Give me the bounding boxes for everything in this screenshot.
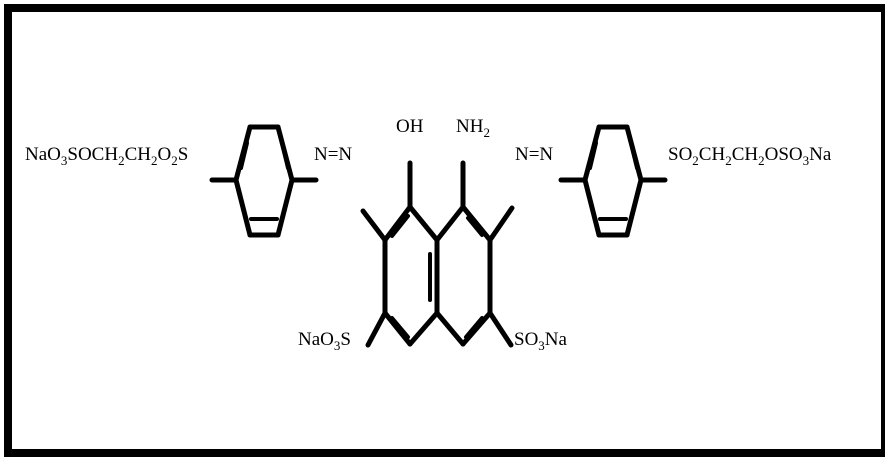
formula-part: CH xyxy=(125,144,152,165)
structure-canvas: NaO3SOCH2CH2O2S SO2CH2CH2OSO3Na N=N N=N … xyxy=(12,12,881,449)
subscript: 3 xyxy=(334,338,341,353)
hydroxyl-label: OH xyxy=(396,116,424,137)
right-azo-label: N=N xyxy=(515,144,553,165)
left-benzene-ring xyxy=(209,124,319,238)
subscript: 2 xyxy=(483,125,490,140)
formula-part: O xyxy=(157,144,171,165)
formula-part: CH xyxy=(732,144,759,165)
formula-part: NaO xyxy=(25,144,61,165)
formula-part: Na xyxy=(545,329,568,350)
formula-part: NH xyxy=(456,116,484,137)
left-sulfonylethyl-label: NaO3SOCH2CH2O2S xyxy=(25,144,188,168)
subscript: 2 xyxy=(118,153,125,168)
formula-part: SOCH xyxy=(67,144,118,165)
subscript: 2 xyxy=(151,153,158,168)
subscript: 2 xyxy=(171,153,178,168)
formula-part: S xyxy=(340,329,351,350)
figure-frame: NaO3SOCH2CH2O2S SO2CH2CH2OSO3Na N=N N=N … xyxy=(4,4,885,457)
subscript: 3 xyxy=(803,153,810,168)
right-sulfonate-label: SO3Na xyxy=(514,329,568,353)
formula-part: SO xyxy=(514,329,538,350)
subscript: 3 xyxy=(538,338,545,353)
formula-part: SO xyxy=(668,144,692,165)
amino-label: NH2 xyxy=(456,116,490,140)
bonds xyxy=(209,124,668,348)
subscript: 2 xyxy=(725,153,732,168)
chemical-structure: NaO3SOCH2CH2O2S SO2CH2CH2OSO3Na N=N N=N … xyxy=(25,116,832,353)
formula-part: NaO xyxy=(298,329,334,350)
left-sulfonate-label: NaO3S xyxy=(298,329,351,353)
formula-part: CH xyxy=(699,144,726,165)
left-azo-label: N=N xyxy=(314,144,352,165)
subscript: 3 xyxy=(61,153,68,168)
formula-part: S xyxy=(178,144,189,165)
right-sulfonylethyl-label: SO2CH2CH2OSO3Na xyxy=(668,144,832,168)
right-benzene-ring xyxy=(558,124,668,238)
subscript: 2 xyxy=(692,153,699,168)
naphthalene-core xyxy=(360,160,515,348)
subscript: 2 xyxy=(758,153,765,168)
formula-part: OSO xyxy=(765,144,803,165)
formula-part: Na xyxy=(809,144,832,165)
